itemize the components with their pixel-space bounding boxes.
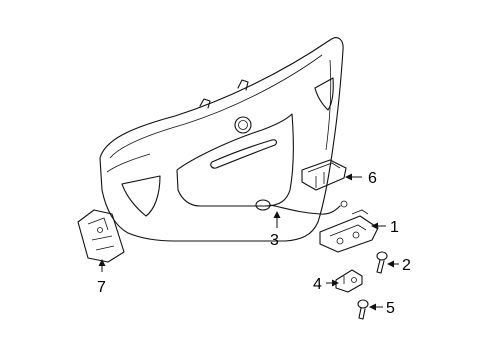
trunk-lid — [99, 37, 344, 242]
callout-4: 4 — [313, 276, 339, 293]
callout-7: 7 — [97, 259, 106, 296]
callout-6: 6 — [345, 170, 377, 187]
bolt-large — [376, 251, 388, 274]
callout-label-5: 5 — [386, 300, 395, 317]
bolt-small — [357, 299, 369, 320]
callout-5: 5 — [369, 300, 395, 317]
callout-label-7: 7 — [97, 279, 106, 296]
callout-2: 2 — [387, 257, 411, 274]
release-cable — [255, 199, 348, 215]
trunk-lock-actuator — [319, 209, 379, 253]
lock-module — [77, 209, 125, 263]
callout-label-4: 4 — [313, 276, 322, 293]
trunk-handle-switch — [301, 159, 347, 191]
callout-1: 1 — [371, 219, 399, 236]
callout-3: 3 — [270, 211, 281, 249]
callout-label-2: 2 — [402, 257, 411, 274]
callout-label-6: 6 — [368, 170, 377, 187]
callout-label-1: 1 — [390, 219, 399, 236]
striker-bracket — [335, 269, 363, 293]
callout-label-3: 3 — [270, 232, 279, 249]
